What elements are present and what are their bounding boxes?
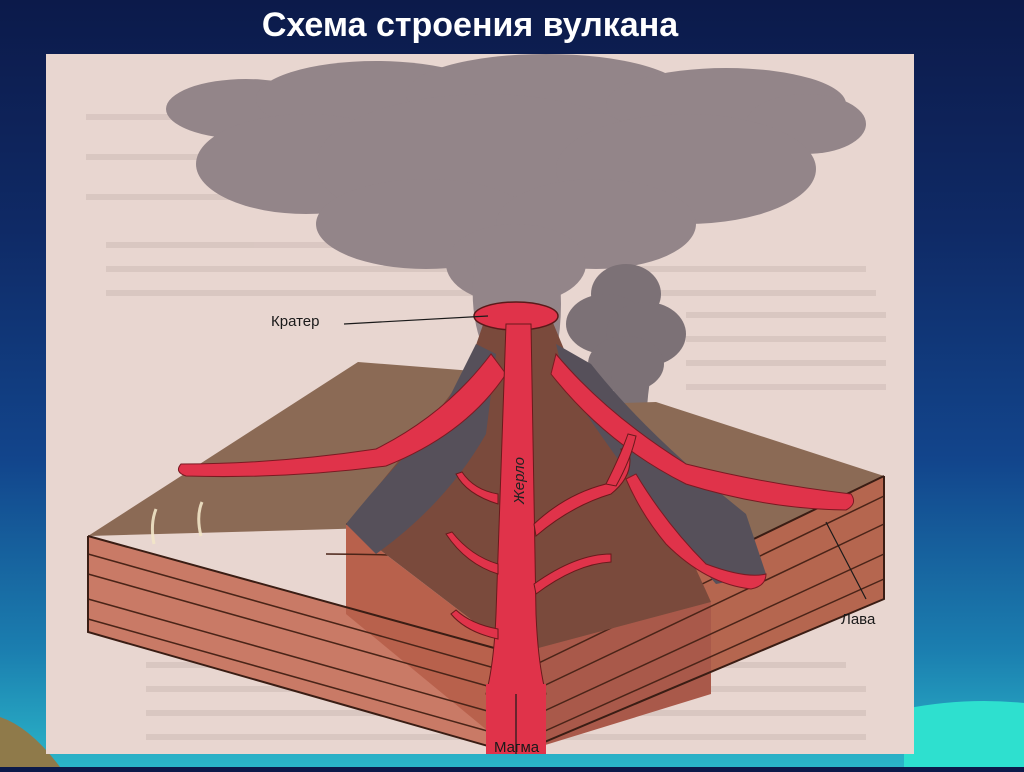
fumaroles: [150, 501, 204, 545]
volcano-illustration: Кратер Лава Магма Жерло: [86, 54, 886, 754]
teal-corner-decoration: [904, 697, 1024, 767]
magma-label: Магма: [494, 739, 540, 754]
volcano-diagram: Кратер Лава Магма Жерло: [46, 54, 914, 754]
label-leader-lines: [343, 315, 867, 754]
lava-label: Лава: [841, 611, 876, 628]
vent-label: Жерло: [511, 457, 528, 505]
sand-corner-decoration: [0, 687, 60, 767]
slide-title: Схема строения вулкана: [261, 6, 679, 44]
crater-label: Кратер: [271, 313, 319, 330]
lava-flows: [177, 352, 855, 590]
eruption-cloud: [166, 54, 866, 354]
